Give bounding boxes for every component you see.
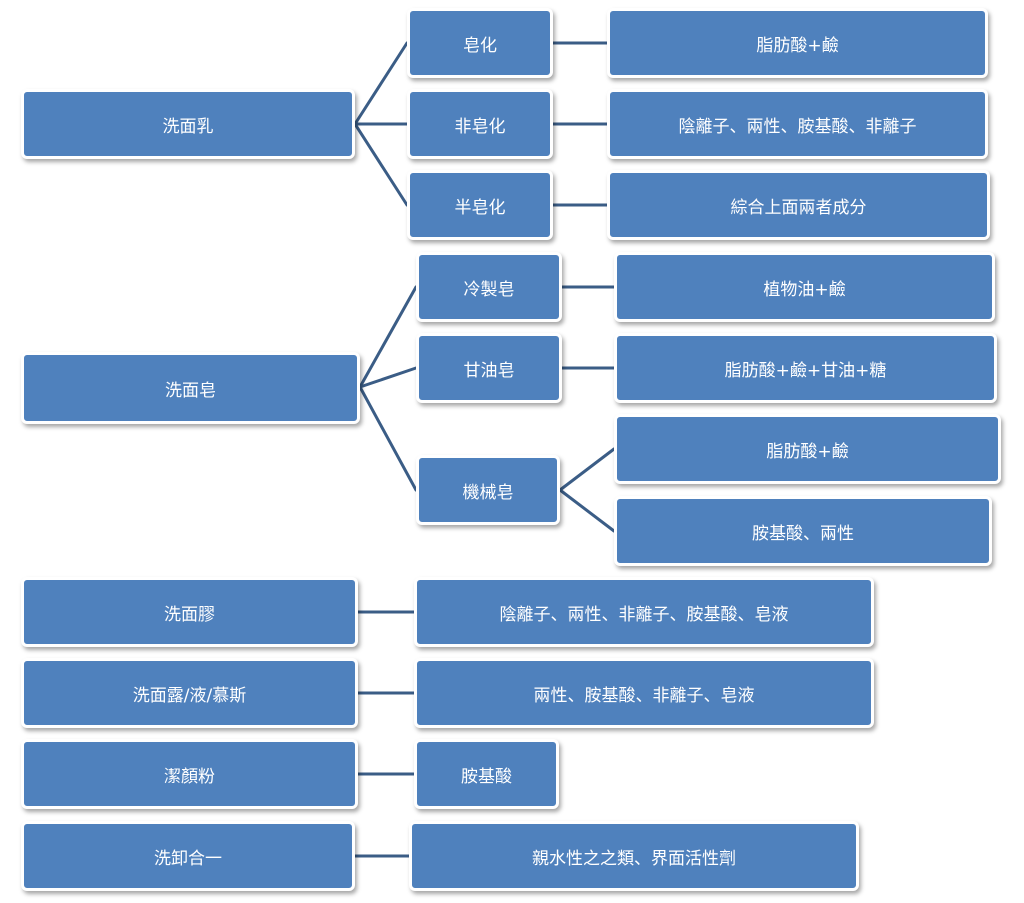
connector-line (358, 366, 418, 389)
subtype-box-glycerin-soap: 甘油皂 (416, 333, 562, 403)
category-label: 洗面乳 (162, 116, 214, 137)
connector-line (353, 122, 409, 207)
ingredient-box: 綜合上面兩者成分 (607, 170, 990, 240)
category-box-facial-gel: 洗面膠 (21, 577, 358, 647)
connector-line (558, 447, 616, 492)
category-box-cleanse-and-remove: 洗卸合一 (21, 821, 355, 891)
category-box-facial-soap: 洗面皂 (21, 352, 360, 424)
category-label: 洗面皂 (165, 380, 216, 401)
ingredient-label: 植物油+鹼 (763, 279, 846, 300)
subtype-label: 機械皂 (462, 482, 514, 503)
category-label: 洗面膠 (164, 604, 215, 625)
subtype-box-semi-saponified: 半皂化 (407, 170, 553, 240)
category-box-facial-lotion-mousse: 洗面露/液/慕斯 (21, 658, 358, 728)
ingredient-label: 脂肪酸+鹼 (756, 35, 839, 56)
subtype-box-machine-soap: 機械皂 (416, 455, 560, 525)
subtype-label: 皂化 (463, 35, 497, 56)
connector-line (358, 285, 418, 389)
subtype-label: 冷製皂 (463, 279, 515, 300)
ingredient-label: 脂肪酸+鹼+甘油+糖 (724, 360, 887, 381)
ingredient-box: 脂肪酸+鹼+甘油+糖 (614, 333, 997, 403)
ingredient-box: 脂肪酸+鹼 (614, 414, 1001, 484)
ingredient-label: 脂肪酸+鹼 (766, 441, 849, 462)
category-box-facial-cleanser: 洗面乳 (21, 89, 355, 159)
ingredient-box: 胺基酸、兩性 (614, 496, 992, 566)
ingredient-label: 陰離子、兩性、胺基酸、非離子 (678, 116, 917, 137)
ingredient-label: 親水性之之類、界面活性劑 (532, 848, 736, 869)
ingredient-box: 陰離子、兩性、非離子、胺基酸、皂液 (414, 577, 874, 647)
ingredient-label: 胺基酸 (461, 766, 512, 787)
ingredient-box: 胺基酸 (414, 739, 559, 809)
ingredient-label: 胺基酸、兩性 (752, 523, 854, 544)
category-label: 洗卸合一 (154, 848, 222, 869)
ingredient-box: 親水性之之類、界面活性劑 (409, 821, 859, 891)
category-label: 潔顏粉 (164, 766, 215, 787)
connector-line (353, 41, 409, 126)
subtype-label: 甘油皂 (463, 360, 515, 381)
ingredient-label: 陰離子、兩性、非離子、胺基酸、皂液 (499, 604, 789, 625)
category-box-cleansing-powder: 潔顏粉 (21, 739, 358, 809)
ingredient-box: 植物油+鹼 (614, 252, 995, 322)
category-label: 洗面露/液/慕斯 (132, 685, 247, 706)
ingredient-box: 兩性、胺基酸、非離子、皂液 (414, 658, 874, 728)
ingredient-box: 脂肪酸+鹼 (607, 8, 988, 78)
subtype-box-non-saponified: 非皂化 (407, 89, 553, 159)
ingredient-box: 陰離子、兩性、胺基酸、非離子 (607, 89, 988, 159)
ingredient-label: 兩性、胺基酸、非離子、皂液 (533, 685, 755, 706)
ingredient-label: 綜合上面兩者成分 (730, 197, 867, 218)
connector-line (558, 488, 616, 533)
subtype-label: 非皂化 (454, 116, 506, 137)
subtype-label: 半皂化 (454, 197, 506, 218)
connector-line (358, 385, 418, 492)
subtype-box-saponified: 皂化 (407, 8, 553, 78)
subtype-box-cold-process-soap: 冷製皂 (416, 252, 562, 322)
